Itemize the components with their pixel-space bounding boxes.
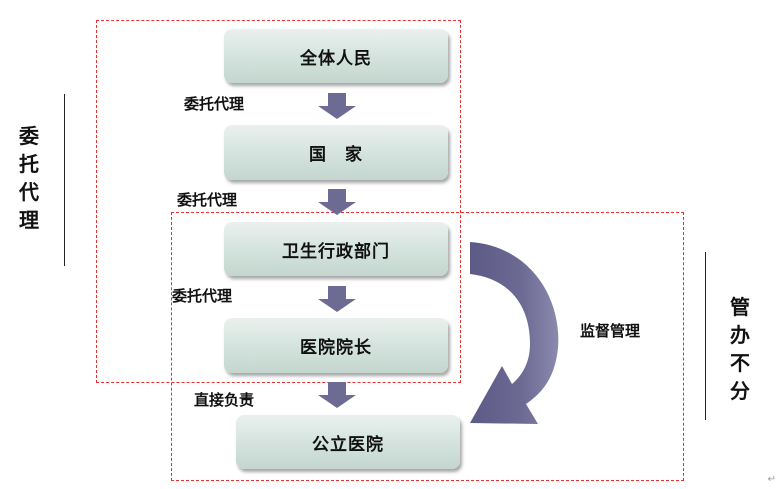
- right-side-label: 管 办 不 分: [730, 295, 750, 403]
- delegation-region: [96, 20, 461, 383]
- node-health-admin: 卫生行政部门: [224, 222, 448, 276]
- down-arrow-1: [318, 93, 356, 119]
- down-arrow-2: [318, 189, 356, 215]
- node-hospital-director: 医院院长: [224, 318, 448, 373]
- node-state-label: 国 家: [309, 145, 363, 165]
- node-state: 国 家: [224, 125, 448, 180]
- management-region: [171, 212, 684, 481]
- edge-label-4: 直接负责: [194, 391, 255, 409]
- right-divider: [705, 252, 706, 420]
- node-people: 全体人民: [224, 29, 448, 83]
- node-public-hospital-label: 公立医院: [312, 434, 384, 455]
- supervision-curved-arrow: [470, 242, 559, 424]
- left-side-label: 委 托 代 理: [19, 124, 39, 232]
- node-hospital-director-label: 医院院长: [300, 338, 372, 358]
- node-people-label: 全体人民: [300, 48, 372, 69]
- edge-label-2: 委托代理: [177, 191, 238, 209]
- edge-label-3: 委托代理: [172, 287, 233, 305]
- down-arrow-3: [318, 286, 356, 312]
- left-divider: [64, 94, 65, 266]
- supervision-label: 监督管理: [580, 322, 641, 340]
- paragraph-mark: ↵: [767, 474, 776, 485]
- node-health-admin-label: 卫生行政部门: [282, 241, 390, 262]
- down-arrow-4: [318, 382, 356, 408]
- edge-label-1: 委托代理: [184, 95, 245, 113]
- node-public-hospital: 公立医院: [236, 415, 460, 469]
